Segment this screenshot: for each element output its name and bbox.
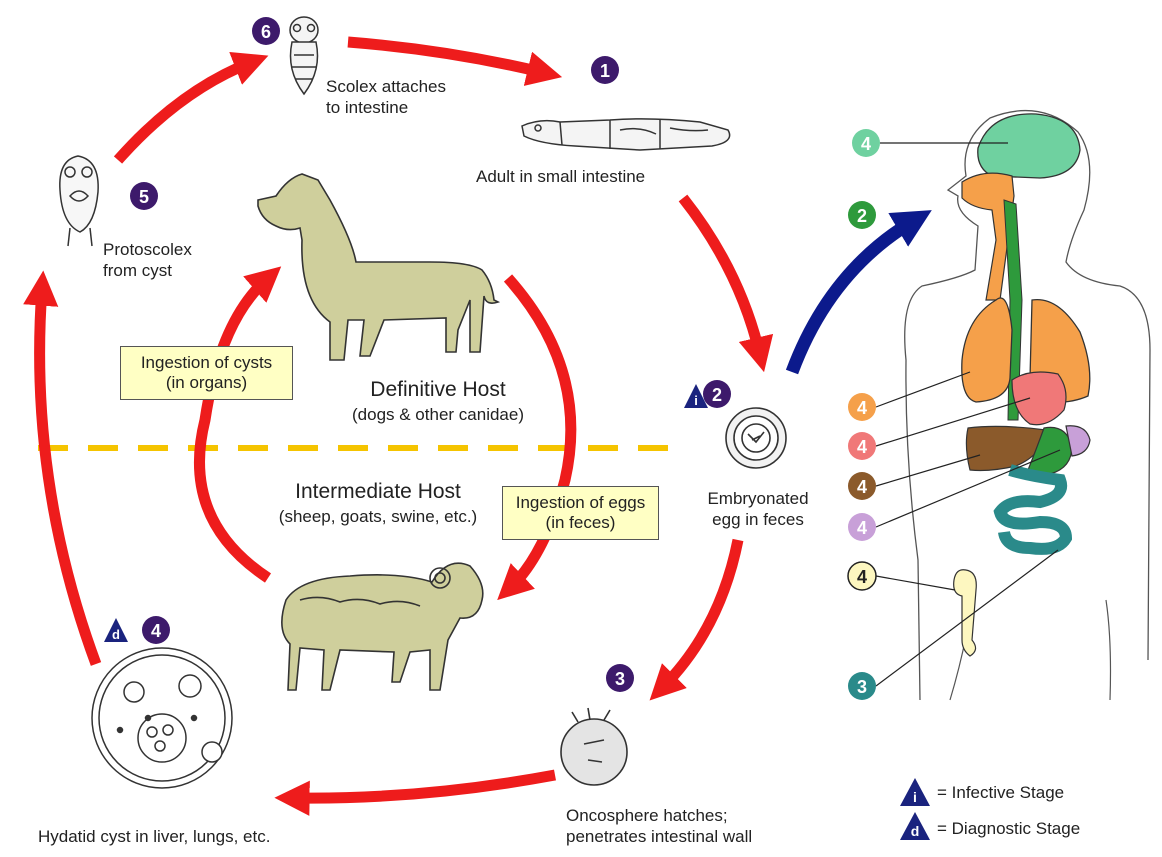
stage-5-badge: 5 [130,182,158,210]
ingestion-cysts-box: Ingestion of cysts(in organs) [120,346,293,400]
svg-text:4: 4 [857,398,867,418]
svg-text:2: 2 [712,385,722,405]
marker-spleen: 4 [848,513,876,541]
stage-2-badge: 2 [703,380,731,408]
stage-4-label: Hydatid cyst in liver, lungs, etc. [38,826,270,847]
marker-lungs: 4 [848,393,876,421]
svg-text:3: 3 [615,669,625,689]
svg-text:4: 4 [861,134,871,154]
stage-1-badge: 1 [591,56,619,84]
svg-text:5: 5 [139,187,149,207]
legend-diagnostic-icon: d [900,812,930,840]
legend-infective-label: = Infective Stage [937,782,1064,803]
ingestion-eggs-box: Ingestion of eggs(in feces) [502,486,659,540]
definitive-host-title: Definitive Host [318,378,558,402]
svg-text:4: 4 [857,437,867,457]
svg-text:6: 6 [261,22,271,42]
legend-diagnostic-label: = Diagnostic Stage [937,818,1080,839]
svg-text:d: d [112,627,120,642]
svg-text:i: i [694,393,698,408]
marker-brain: 4 [852,129,880,157]
intermediate-host-title: Intermediate Host [248,480,508,504]
svg-text:d: d [911,823,920,839]
svg-text:4: 4 [857,477,867,497]
marker-bone: 4 [848,562,876,590]
marker-mouth: 2 [848,201,876,229]
marker-heart: 4 [848,432,876,460]
stage-1-label: Adult in small intestine [476,166,645,187]
stage-6-badge: 6 [252,17,280,45]
marker-intestine: 3 [848,672,876,700]
svg-text:4: 4 [151,621,161,641]
svg-text:4: 4 [857,567,867,587]
svg-text:i: i [913,789,917,805]
svg-text:2: 2 [857,206,867,226]
marker-liver: 4 [848,472,876,500]
intermediate-host-subtitle: (sheep, goats, swine, etc.) [248,506,508,527]
legend-infective-icon: i [900,778,930,806]
stage-4-badge: 4 [142,616,170,644]
diagnostic-stage-icon: d [104,618,128,642]
svg-text:3: 3 [857,677,867,697]
svg-text:1: 1 [600,61,610,81]
stage-3-label: Oncosphere hatches;penetrates intestinal… [566,805,752,847]
definitive-host-subtitle: (dogs & other canidae) [318,404,558,425]
svg-text:4: 4 [857,518,867,538]
stage-3-badge: 3 [606,664,634,692]
